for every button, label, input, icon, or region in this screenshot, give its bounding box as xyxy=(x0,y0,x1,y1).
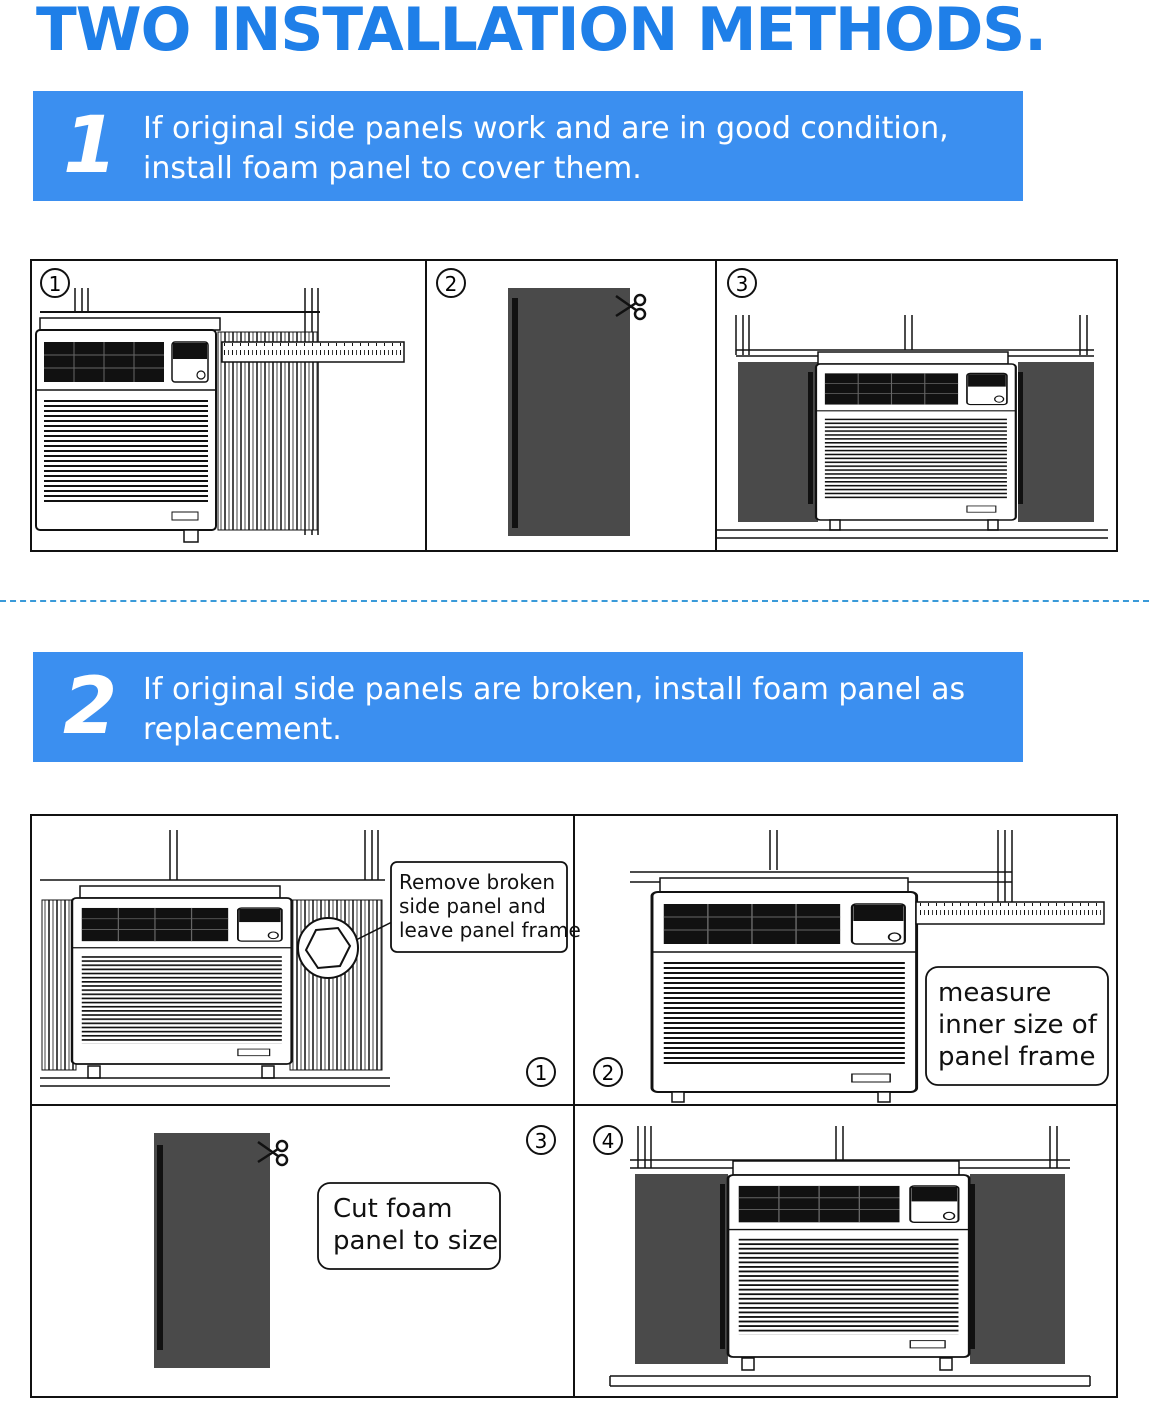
section-divider xyxy=(0,600,1149,602)
page-title: TWO INSTALLATION METHODS. xyxy=(36,0,1047,65)
method-1-step-2: 2 xyxy=(436,268,647,536)
svg-text:1: 1 xyxy=(535,1061,548,1085)
foam-panel xyxy=(508,288,630,536)
method-1-step-1: 1 xyxy=(35,268,405,543)
svg-text:inner size of: inner size of xyxy=(938,1010,1098,1040)
svg-text:3: 3 xyxy=(736,272,749,296)
svg-text:2: 2 xyxy=(445,272,458,296)
foam-panel xyxy=(154,1133,270,1368)
method-2-banner: 2 If original side panels are broken, in… xyxy=(33,652,1023,762)
svg-text:panel frame: panel frame xyxy=(938,1042,1096,1072)
svg-text:Cut foam: Cut foam xyxy=(333,1194,452,1224)
svg-text:side panel and: side panel and xyxy=(399,894,546,918)
svg-text:3: 3 xyxy=(535,1129,548,1153)
method-1-description: If original side panels work and are in … xyxy=(143,111,949,186)
svg-text:measure: measure xyxy=(938,978,1051,1008)
step-number-badge: 4 xyxy=(593,1125,623,1155)
svg-text:1: 1 xyxy=(49,272,62,296)
cut-callout xyxy=(317,1182,501,1270)
method-1-number: 1 xyxy=(63,101,118,191)
step-number-badge: 2 xyxy=(436,268,466,298)
method-2-step-4: 4 xyxy=(593,1125,1091,1387)
page-title-text: TWO INSTALLATION METHODS. xyxy=(36,0,1046,65)
method-1-banner: 1 If original side panels work and are i… xyxy=(33,91,1023,201)
step-number-badge: 3 xyxy=(727,268,757,298)
method-2-number: 2 xyxy=(63,662,118,752)
svg-text:Remove broken: Remove broken xyxy=(399,870,555,894)
step-number-badge: 3 xyxy=(526,1125,556,1155)
method-2-step-2: measure inner size of panel frame 2 xyxy=(593,830,1109,1103)
remove-callout xyxy=(390,861,568,953)
svg-text:2: 2 xyxy=(602,1061,615,1085)
measure-callout xyxy=(925,966,1109,1086)
svg-text:panel to size: panel to size xyxy=(333,1226,498,1256)
method-1-frame xyxy=(30,259,1118,552)
method-2-step-1: Remove broken side panel and leave panel… xyxy=(40,830,581,1087)
step-number-badge: 2 xyxy=(593,1057,623,1087)
method-2-step-3: 3 Cut foam panel to size xyxy=(154,1125,556,1368)
step-number-badge: 1 xyxy=(526,1057,556,1087)
svg-text:leave panel frame: leave panel frame xyxy=(399,918,581,942)
step-number-badge: 1 xyxy=(40,268,70,298)
svg-text:4: 4 xyxy=(602,1129,615,1153)
method-1-step-3: 3 xyxy=(716,268,1108,539)
method-2-description: If original side panels are broken, inst… xyxy=(143,672,966,747)
